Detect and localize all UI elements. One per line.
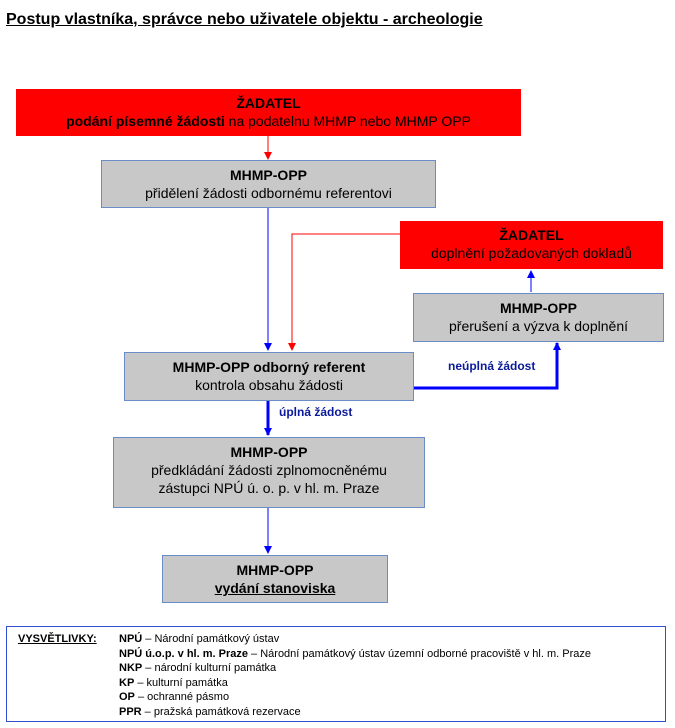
- node-title: ŽADATEL: [499, 227, 564, 243]
- page-title: Postup vlastníka, správce nebo uživatele…: [6, 11, 483, 28]
- node-text: kontrola obsahu žádosti: [195, 377, 343, 393]
- legend-item: OP – ochranné pásmo: [119, 691, 230, 703]
- legend-item: NKP – národní kulturní památka: [119, 662, 277, 674]
- node-opp-interrupt: MHMP-OPP přerušení a výzva k doplnění: [413, 293, 664, 342]
- node-referent-check: MHMP-OPP odborný referent kontrola obsah…: [124, 352, 414, 401]
- node-opp-submit: MHMP-OPP předkládání žádosti zplnomocněn…: [113, 437, 425, 508]
- node-title: MHMP-OPP: [236, 562, 314, 578]
- node-title: MHMP-OPP: [500, 300, 577, 316]
- node-text: doplnění požadovaných dokladů: [431, 245, 632, 261]
- edge-label-incomplete: neúplná žádost: [448, 359, 536, 373]
- node-title: ŽADATEL: [236, 95, 301, 111]
- arrow-zadatel2-to-referent: [288, 233, 400, 351]
- node-text: přerušení a výzva k doplnění: [449, 318, 628, 334]
- legend-items: NPÚ – Národní památkový ústav NPÚ ú.o.p.…: [119, 632, 591, 719]
- arrow-referent-to-interrupt: [414, 342, 561, 390]
- legend-item: NPÚ – Národní památkový ústav: [119, 633, 280, 645]
- node-text: přidělení žádosti odbornému referentovi: [145, 185, 392, 201]
- legend-item: KP – kulturní památka: [119, 676, 228, 689]
- node-text: předkládání žádosti zplnomocněnému: [151, 462, 387, 478]
- legend-heading: VYSVĚTLIVKY:: [18, 633, 97, 645]
- node-title: MHMP-OPP: [230, 167, 307, 183]
- node-zadatel-submission: ŽADATEL podání písemné žádosti na podate…: [16, 89, 521, 136]
- node-text: zástupci NPÚ ú. o. p. v hl. m. Praze: [158, 480, 380, 496]
- legend-item: NPÚ ú.o.p. v hl. m. Praze – Národní pamá…: [119, 647, 591, 660]
- node-title: MHMP-OPP: [230, 444, 308, 460]
- node-opp-assign: MHMP-OPP přidělení žádosti odbornému ref…: [101, 160, 436, 208]
- node-title: MHMP-OPP odborný referent: [172, 359, 366, 375]
- legend-box: VYSVĚTLIVKY: NPÚ – Národní památkový úst…: [6, 626, 666, 722]
- node-zadatel-completion: ŽADATEL doplnění požadovaných dokladů: [400, 221, 663, 269]
- node-text: podání písemné žádosti na podatelnu MHMP…: [66, 113, 471, 129]
- node-text: vydání stanoviska: [214, 580, 336, 596]
- edge-label-complete: úplná žádost: [279, 405, 353, 419]
- node-opp-issue: MHMP-OPP vydání stanoviska: [162, 555, 388, 603]
- legend-item: PPR – pražská památková rezervace: [119, 705, 301, 718]
